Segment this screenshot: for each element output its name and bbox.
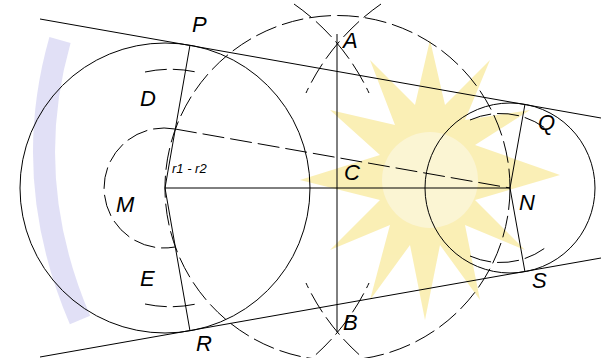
marker-arc [470, 248, 545, 263]
radius-nq [510, 104, 525, 188]
bisector-arc [294, 4, 369, 93]
tangent-helper [175, 129, 510, 188]
tangent-rs [40, 258, 601, 357]
dimension-label: r1 - r2 [172, 162, 207, 175]
point-label: D [140, 88, 156, 110]
marker-arc [470, 113, 545, 128]
perpendicular-bisector [337, 34, 338, 332]
point-label: B [343, 312, 358, 334]
point-label: P [192, 14, 207, 36]
watermark-star [300, 40, 560, 320]
point-label: N [519, 192, 535, 214]
bisector-arc [306, 4, 381, 93]
figure [20, 4, 601, 358]
thales-circle [165, 16, 510, 358]
radius-mr [165, 188, 190, 331]
point-label: E [140, 268, 155, 290]
marker-arc [145, 69, 196, 72]
bisector-arc [294, 283, 369, 358]
point-label: S [532, 270, 547, 292]
marker-arc [145, 304, 196, 307]
radius-difference-arc [104, 128, 175, 248]
watermark-arc [44, 40, 80, 320]
tangent-pq [40, 19, 601, 118]
point-label: M [116, 194, 134, 216]
bisector-arc [306, 283, 381, 358]
point-label: Q [538, 112, 555, 134]
point-label: A [343, 30, 358, 52]
point-label: R [196, 333, 212, 355]
point-label: C [344, 162, 360, 184]
watermark [44, 40, 560, 320]
